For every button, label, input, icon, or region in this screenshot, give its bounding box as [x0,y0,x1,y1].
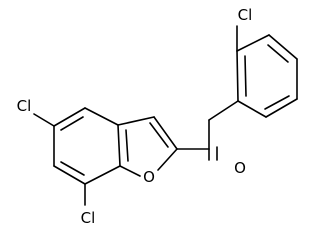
bond-phenyl-2-inner [267,44,289,63]
bond-benzo-c6-c7-inner [60,161,85,176]
bond-benzo-c4-c5-inner [60,116,84,131]
bond-c5-cl [33,113,55,127]
bond-furan-c3-c3a [117,116,155,126]
bond-phenyl-2 [268,34,298,60]
bond-furan-c2-o [157,148,178,171]
bond-benzo-c3a-c7a [117,124,121,167]
bond-phenyl-5 [237,100,267,118]
bond-benzo-c6-c7 [53,165,86,185]
bond-furan-c2-c3 [153,116,178,150]
atom-label-o-ketone: O [234,159,246,177]
structure-canvas: Cl Cl Cl O O [16,6,298,227]
bond-phenyl-6 [236,50,239,102]
bond-phenyl-4-inner [264,95,290,110]
atom-labels: Cl Cl Cl O O [17,6,253,227]
bond-benzo-c3a-c7a-inner [125,129,129,162]
bond-phenyl-6-inner [244,55,247,97]
bond-furan-o-c7a [119,165,141,177]
bonds [33,25,298,206]
molecule-drawing: Cl Cl Cl O O [17,6,298,227]
atom-label-cl-7: Cl [81,209,96,227]
atom-label-o-ring: O [143,168,155,186]
bond-phenyl-1 [236,34,270,52]
bond-benzo-c4-c5 [53,107,86,127]
bond-phenyl-4 [265,98,298,118]
atom-label-cl-5: Cl [17,97,32,115]
bond-furan-c2-c3-inner [149,122,169,148]
bond-benzo-c7-c7a [84,165,121,185]
bond-benzo-c3a-c4 [84,107,119,126]
atom-label-cl-top: Cl [238,6,253,24]
bond-aryl-carbonyl [208,100,239,121]
